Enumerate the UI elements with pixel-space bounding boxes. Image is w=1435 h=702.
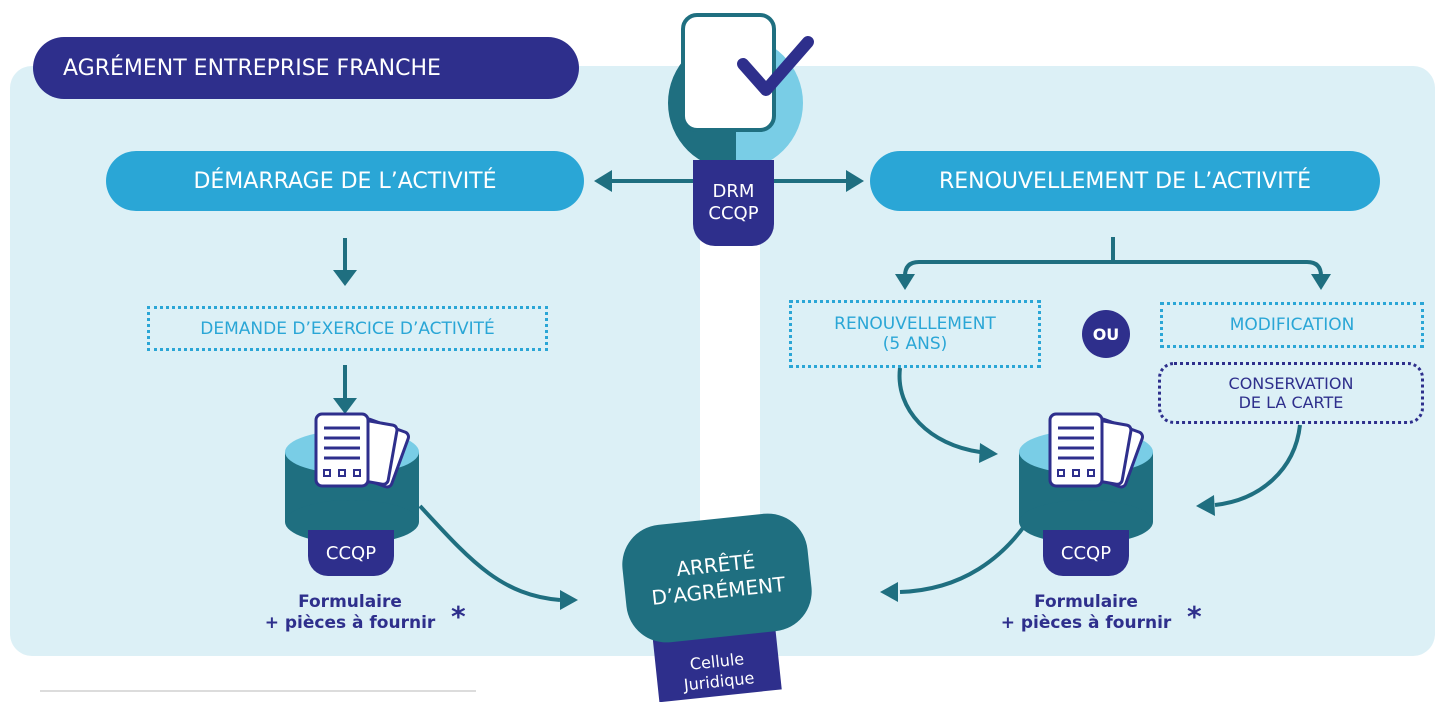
ou-label: OU [1092,324,1120,344]
renouvellement-option-line1: RENOUVELLEMENT [834,314,996,334]
renouvellement-option-line2: (5 ANS) [882,334,948,354]
checklist-icon [668,13,814,171]
demande-exercice-text: DEMANDE D’EXERCICE D’ACTIVITÉ [200,318,495,339]
page-title-text: AGRÉMENT ENTREPRISE FRANCHE [63,55,441,81]
ou-badge: OU [1082,310,1130,358]
modification-option-text: MODIFICATION [1229,315,1355,335]
asterisk-right: * [1187,600,1202,633]
ccqp-tag-left-text: CCQP [325,542,377,564]
down-arrow-left-1 [333,238,357,286]
page-title: AGRÉMENT ENTREPRISE FRANCHE [33,37,579,99]
renouvellement-option-box: RENOUVELLEMENT (5 ANS) [789,300,1041,368]
caption-right: Formulaire + pièces à fournir [986,592,1186,634]
caption-left: Formulaire + pièces à fournir [250,592,450,634]
curved-arrow-conservation [1196,424,1302,516]
demande-exercice-box: DEMANDE D’EXERCICE D’ACTIVITÉ [147,306,548,351]
arrete-line2: D’AGRÉMENT [650,571,787,610]
conservation-line1: CONSERVATION [1228,374,1354,393]
demarrage-heading-text: DÉMARRAGE DE L’ACTIVITÉ [193,168,497,194]
demarrage-heading: DÉMARRAGE DE L’ACTIVITÉ [106,151,584,211]
drm-label: DRM [712,181,755,202]
footer-divider [40,690,476,692]
curved-arrow-right [880,508,1037,602]
arrete-agrement-badge: ARRÊTÉ D’AGRÉMENT [618,509,816,647]
branch-connector [895,237,1331,290]
curved-arrow-renouvellement [897,367,998,463]
down-arrow-left-2 [333,365,357,414]
renouvellement-heading-text: RENOUVELLEMENT DE L’ACTIVITÉ [938,168,1312,194]
modification-option-box: MODIFICATION [1160,302,1424,348]
curved-arrow-left [418,504,578,610]
caption-left-line1: Formulaire [298,592,402,612]
drm-ccqp-tag: DRM CCQP [693,160,774,246]
conservation-carte-box: CONSERVATION DE LA CARTE [1158,362,1424,424]
ccqp-label: CCQP [708,203,759,224]
conservation-line2: DE LA CARTE [1238,393,1344,412]
ccqp-tag-left: CCQP [308,530,394,576]
renouvellement-heading: RENOUVELLEMENT DE L’ACTIVITÉ [870,151,1380,211]
asterisk-left: * [451,600,466,633]
document-stack-icon-right [1019,412,1153,544]
caption-left-line2: + pièces à fournir [264,613,436,633]
ccqp-tag-right-text: CCQP [1060,542,1112,564]
caption-right-line2: + pièces à fournir [1000,613,1172,633]
caption-right-line1: Formulaire [1034,592,1138,612]
ccqp-tag-right: CCQP [1043,530,1129,576]
